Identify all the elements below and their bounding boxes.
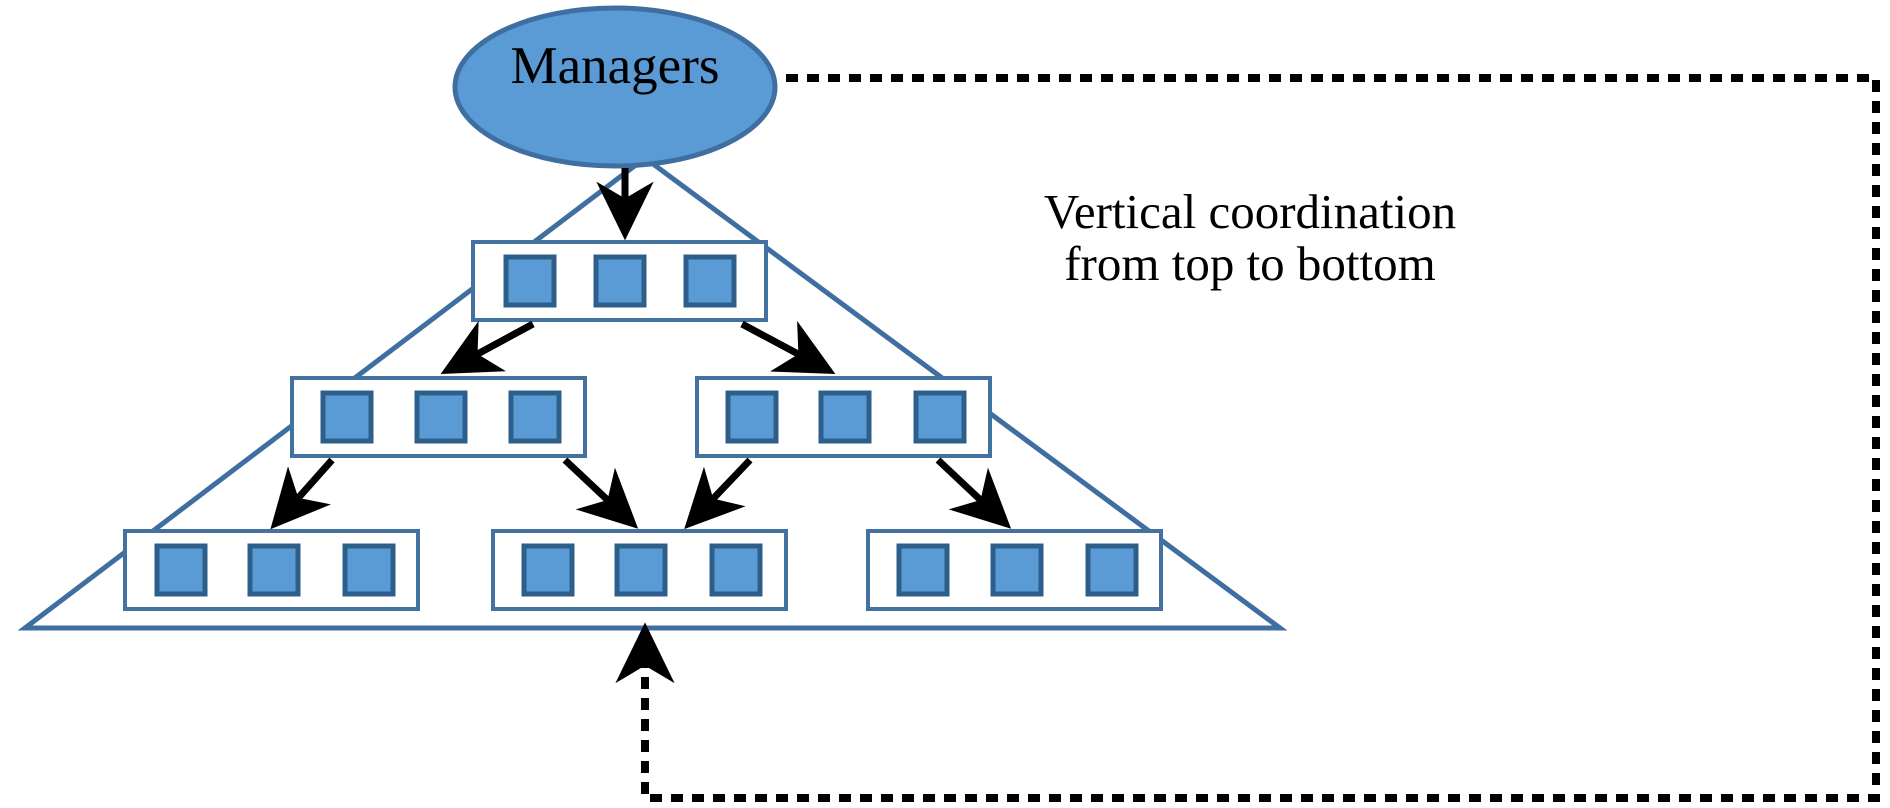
unit-square[interactable] xyxy=(320,390,374,444)
unit-square[interactable] xyxy=(725,390,779,444)
managers-node[interactable] xyxy=(452,5,778,169)
group-box-l2-2[interactable] xyxy=(695,376,992,458)
unit-square[interactable] xyxy=(913,390,967,444)
annotation-line-2: from top to bottom xyxy=(1064,235,1436,291)
unit-square[interactable] xyxy=(508,390,562,444)
arrow-l1-to-l2-left xyxy=(440,320,535,374)
arrow-l2right-to-l3-3 xyxy=(935,457,1012,529)
unit-square[interactable] xyxy=(342,543,396,597)
group-box-l3-2[interactable] xyxy=(491,529,788,611)
feedback-loop xyxy=(615,74,1880,802)
annotation-text: Vertical coordination from top to bottom xyxy=(1000,186,1500,290)
group-box-l3-3[interactable] xyxy=(866,529,1163,611)
unit-square[interactable] xyxy=(614,543,668,597)
managers-label: Managers xyxy=(510,37,720,95)
unit-square[interactable] xyxy=(683,254,737,308)
unit-square[interactable] xyxy=(503,254,557,308)
unit-square[interactable] xyxy=(1085,543,1139,597)
dotted-feedback-path xyxy=(615,74,1880,802)
arrow-l2left-to-l3-1 xyxy=(270,457,335,530)
annotation-line-1: Vertical coordination xyxy=(1043,184,1457,239)
group-boxes-layer xyxy=(123,240,1163,611)
unit-square[interactable] xyxy=(247,543,301,597)
unit-square[interactable] xyxy=(593,254,647,308)
unit-square[interactable] xyxy=(896,543,950,597)
unit-square[interactable] xyxy=(154,543,208,597)
unit-square[interactable] xyxy=(414,390,468,444)
unit-square[interactable] xyxy=(521,543,575,597)
unit-square[interactable] xyxy=(990,543,1044,597)
unit-square[interactable] xyxy=(818,390,872,444)
arrow-l2right-to-l3-2 xyxy=(684,457,753,530)
flow-arrows-layer xyxy=(270,168,1012,530)
unit-square[interactable] xyxy=(709,543,763,597)
arrow-l1-to-l2-right xyxy=(740,320,836,374)
group-box-l3-1[interactable] xyxy=(123,529,420,611)
group-box-l2-1[interactable] xyxy=(290,376,587,458)
group-box-l1-1[interactable] xyxy=(471,240,768,322)
arrow-l2left-to-l3-2 xyxy=(562,457,639,529)
